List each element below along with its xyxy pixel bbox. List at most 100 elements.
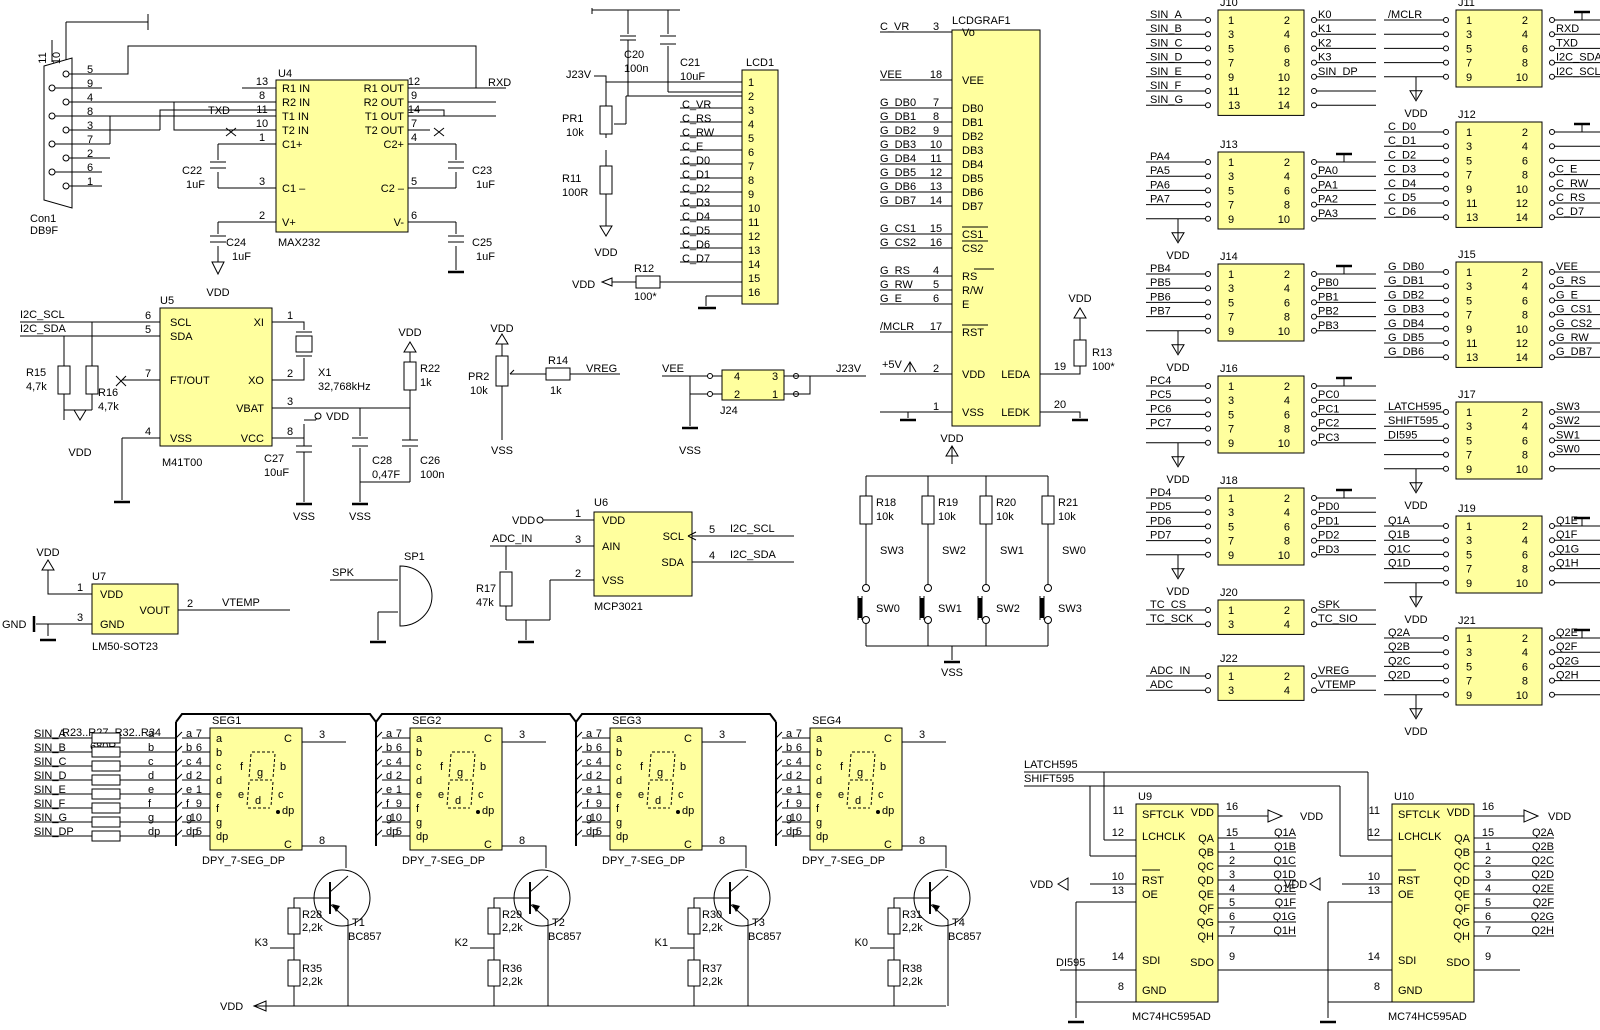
- header-pin[interactable]: [1549, 200, 1555, 206]
- header-pin[interactable]: [1311, 537, 1317, 544]
- header-pin[interactable]: [1549, 325, 1555, 332]
- pushbutton-actuator[interactable]: [920, 598, 924, 618]
- header-pin[interactable]: [1549, 311, 1555, 318]
- header-pin[interactable]: [1205, 31, 1211, 38]
- header-pin[interactable]: [1443, 423, 1449, 430]
- header-pin[interactable]: [1311, 201, 1317, 208]
- header-pin[interactable]: [1443, 409, 1449, 415]
- header-pin[interactable]: [1549, 59, 1555, 66]
- header-pin[interactable]: [1205, 523, 1211, 530]
- header-pin[interactable]: [1311, 88, 1317, 94]
- header-pin[interactable]: [1205, 537, 1211, 544]
- header-pin[interactable]: [1311, 102, 1317, 109]
- header-pin[interactable]: [1205, 201, 1211, 208]
- header-pin[interactable]: [1443, 269, 1449, 275]
- header-pin[interactable]: [1443, 283, 1449, 290]
- header-pin[interactable]: [1443, 354, 1449, 361]
- header-pin[interactable]: [1205, 17, 1211, 23]
- header-pin[interactable]: [1311, 425, 1317, 432]
- header-pin[interactable]: [1549, 283, 1555, 290]
- header-pin[interactable]: [1311, 173, 1317, 180]
- header-pin[interactable]: [1549, 185, 1555, 192]
- header-pin[interactable]: [1311, 673, 1317, 679]
- header-pin[interactable]: [1549, 340, 1555, 346]
- header-pin[interactable]: [1549, 579, 1555, 586]
- header-pin[interactable]: [1549, 73, 1555, 80]
- header-pin[interactable]: [1311, 509, 1317, 516]
- header-pin[interactable]: [1549, 143, 1555, 150]
- header-pin[interactable]: [1311, 313, 1317, 320]
- header-pin[interactable]: [1205, 215, 1211, 222]
- header-pin[interactable]: [1549, 437, 1555, 444]
- header-pin[interactable]: [1549, 565, 1555, 572]
- header-pin[interactable]: [1311, 73, 1317, 80]
- header-pin[interactable]: [1311, 523, 1317, 530]
- header-pin[interactable]: [1443, 451, 1449, 458]
- header-pin[interactable]: [1443, 635, 1449, 641]
- header-pin[interactable]: [1205, 327, 1211, 334]
- header-pin[interactable]: [1549, 523, 1555, 529]
- header-pin[interactable]: [1205, 271, 1211, 277]
- header-pin[interactable]: [1311, 551, 1317, 558]
- header-pin[interactable]: [1205, 173, 1211, 180]
- header-pin[interactable]: [1311, 17, 1317, 23]
- header-pin[interactable]: [1443, 143, 1449, 150]
- header-pin[interactable]: [1443, 465, 1449, 472]
- header-pin[interactable]: [1443, 649, 1449, 656]
- header-pin[interactable]: [1549, 635, 1555, 641]
- header-pin[interactable]: [1205, 187, 1211, 194]
- header-pin[interactable]: [1549, 31, 1555, 38]
- header-pin[interactable]: [1549, 649, 1555, 656]
- pushbutton-actuator[interactable]: [978, 598, 982, 618]
- header-pin[interactable]: [1205, 495, 1211, 501]
- header-pin[interactable]: [1549, 297, 1555, 304]
- header-pin[interactable]: [1443, 340, 1449, 346]
- header-pin[interactable]: [1205, 88, 1211, 94]
- header-pin[interactable]: [1311, 187, 1317, 194]
- header-pin[interactable]: [1443, 73, 1449, 80]
- header-pin[interactable]: [1549, 691, 1555, 698]
- header-pin[interactable]: [1205, 687, 1211, 694]
- header-pin[interactable]: [1205, 73, 1211, 80]
- header-pin[interactable]: [1443, 185, 1449, 192]
- header-pin[interactable]: [1443, 537, 1449, 544]
- header-pin[interactable]: [1443, 325, 1449, 332]
- header-pin[interactable]: [1443, 311, 1449, 318]
- header-pin[interactable]: [1443, 157, 1449, 164]
- pushbutton-actuator[interactable]: [858, 598, 862, 618]
- header-pin[interactable]: [1311, 285, 1317, 292]
- header-pin[interactable]: [1549, 171, 1555, 178]
- header-pin[interactable]: [1311, 411, 1317, 418]
- header-pin[interactable]: [1311, 495, 1317, 501]
- header-pin[interactable]: [1443, 677, 1449, 684]
- header-pin[interactable]: [1311, 31, 1317, 38]
- header-pin[interactable]: [1443, 565, 1449, 572]
- header-pin[interactable]: [1205, 425, 1211, 432]
- header-pin[interactable]: [1205, 607, 1211, 613]
- header-pin[interactable]: [1205, 411, 1211, 418]
- header-pin[interactable]: [1205, 299, 1211, 306]
- header-pin[interactable]: [1443, 214, 1449, 221]
- header-pin[interactable]: [1549, 423, 1555, 430]
- header-pin[interactable]: [1443, 17, 1449, 23]
- header-pin[interactable]: [1549, 663, 1555, 670]
- header-pin[interactable]: [1311, 607, 1317, 613]
- header-pin[interactable]: [1549, 551, 1555, 558]
- header-pin[interactable]: [1205, 551, 1211, 558]
- header-pin[interactable]: [1205, 509, 1211, 516]
- header-pin[interactable]: [1443, 171, 1449, 178]
- header-pin[interactable]: [1443, 297, 1449, 304]
- header-pin[interactable]: [1549, 214, 1555, 221]
- header-pin[interactable]: [1311, 159, 1317, 165]
- header-pin[interactable]: [1549, 354, 1555, 361]
- header-pin[interactable]: [1205, 159, 1211, 165]
- header-pin[interactable]: [1205, 621, 1211, 628]
- header-pin[interactable]: [1549, 129, 1555, 135]
- header-pin[interactable]: [1205, 59, 1211, 66]
- header-pin[interactable]: [1549, 537, 1555, 544]
- header-pin[interactable]: [1443, 200, 1449, 206]
- header-pin[interactable]: [1443, 31, 1449, 38]
- header-pin[interactable]: [1205, 313, 1211, 320]
- header-pin[interactable]: [1205, 45, 1211, 52]
- header-pin[interactable]: [1443, 59, 1449, 66]
